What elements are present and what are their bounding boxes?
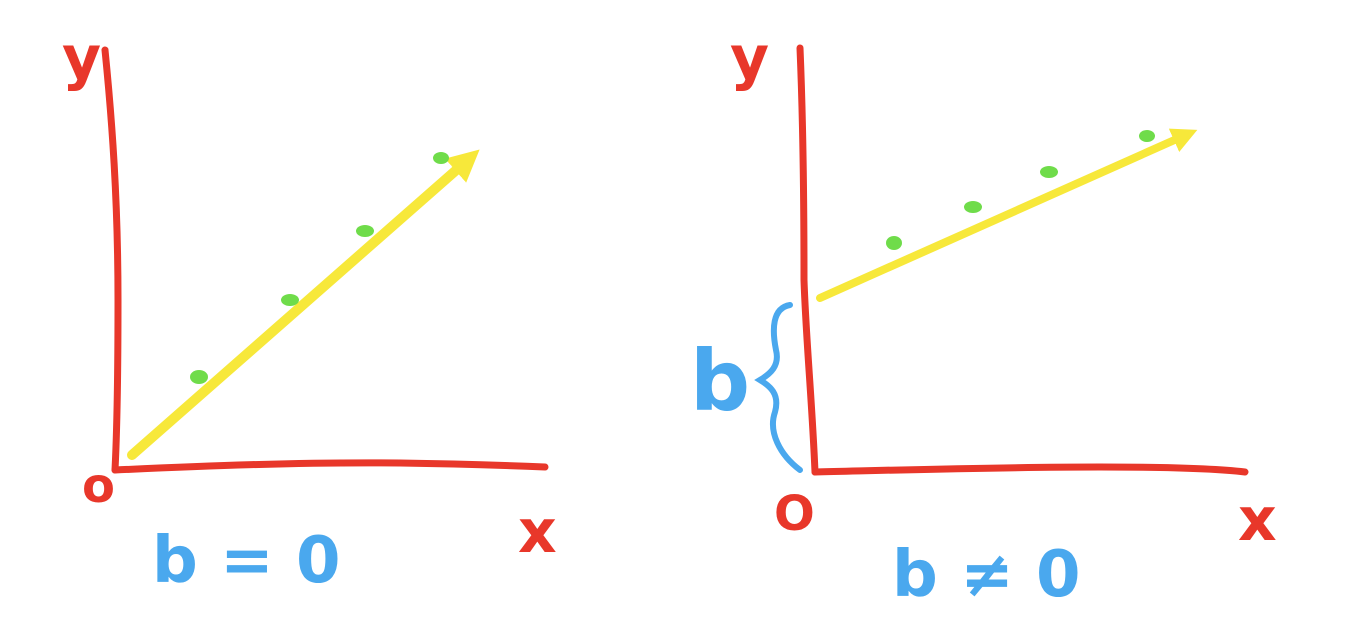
intercept-b-label: b [690,332,750,430]
right-condition-label: b ≠ 0 [892,538,1081,612]
right-data-point [1040,166,1058,178]
right-data-point [886,236,902,250]
left-data-point [281,294,299,306]
intercept-brace [754,302,803,473]
left-y-axis [101,46,122,474]
right-data-point [964,201,982,213]
right-y-axis [796,44,819,476]
right-y-label: y [730,23,769,93]
left-x-axis [111,459,549,474]
panel-left: y o x b = 0 [62,23,557,598]
right-fit-line-arrow [816,128,1198,302]
left-data-point [433,152,449,164]
right-x-label: x [1238,485,1277,555]
right-x-axis [811,463,1249,476]
left-data-point [190,370,208,384]
left-x-label: x [518,497,557,567]
panel-right: y O x b ≠ 0 b [690,23,1277,612]
right-origin-label: O [774,486,815,542]
left-fit-line-arrow [127,149,480,460]
right-data-point [1139,130,1155,142]
left-data-point [356,225,374,237]
left-origin-label: o [82,458,115,514]
left-condition-label: b = 0 [152,524,341,598]
left-y-label: y [62,23,101,93]
